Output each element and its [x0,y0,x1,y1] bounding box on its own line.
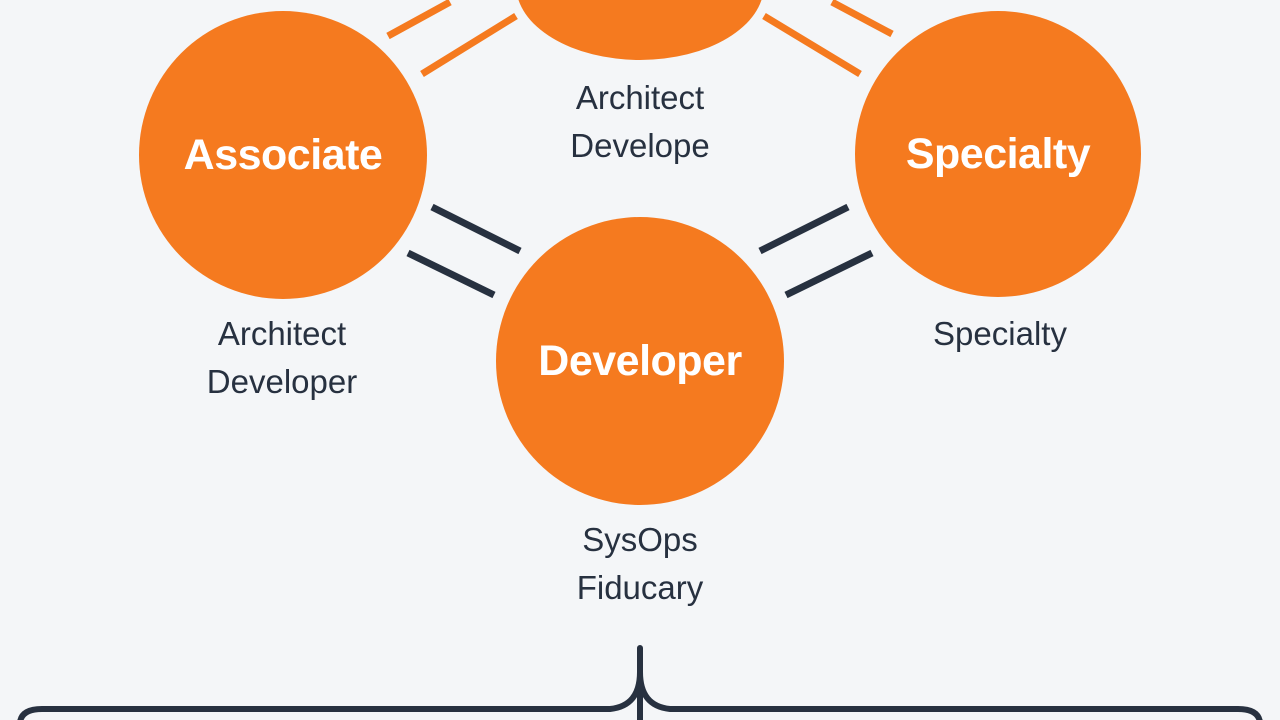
connector-top-associate-2 [420,13,518,77]
associate-node-caption: Architect Developer [172,310,392,406]
top-caption-line-1: Architect [575,79,705,116]
developer-node-label: Developer [538,336,742,385]
associate-caption-line-2: Developer [206,363,358,400]
connector-top-specialty-1 [830,0,894,38]
connector-top-specialty-2 [762,13,862,77]
connector-specialty-developer-1 [758,203,850,255]
specialty-node-label: Specialty [905,129,1091,178]
connector-top-associate-1 [386,0,452,40]
developer-caption-line-2: Fiducary [576,569,704,606]
top-caption-line-2: Develope [570,127,710,164]
associate-node-label: Associate [183,130,383,179]
developer-caption-line-1: SysOps [582,521,698,558]
developer-node-circle: Developer [496,217,784,505]
developer-node-caption: SysOps Fiducary [540,516,740,612]
top-node-caption: Architect Develope [540,74,740,170]
bottom-brace [17,645,1263,720]
connector-specialty-developer-2 [784,249,874,299]
connector-associate-developer-2 [406,249,496,299]
specialty-caption-line-1: Specialty [933,315,1067,352]
specialty-node-circle: Specialty [855,11,1141,297]
connector-associate-developer-1 [430,203,522,255]
specialty-node-caption: Specialty [900,310,1100,358]
associate-node-circle: Associate [139,11,427,299]
associate-caption-line-1: Architect [217,315,347,352]
